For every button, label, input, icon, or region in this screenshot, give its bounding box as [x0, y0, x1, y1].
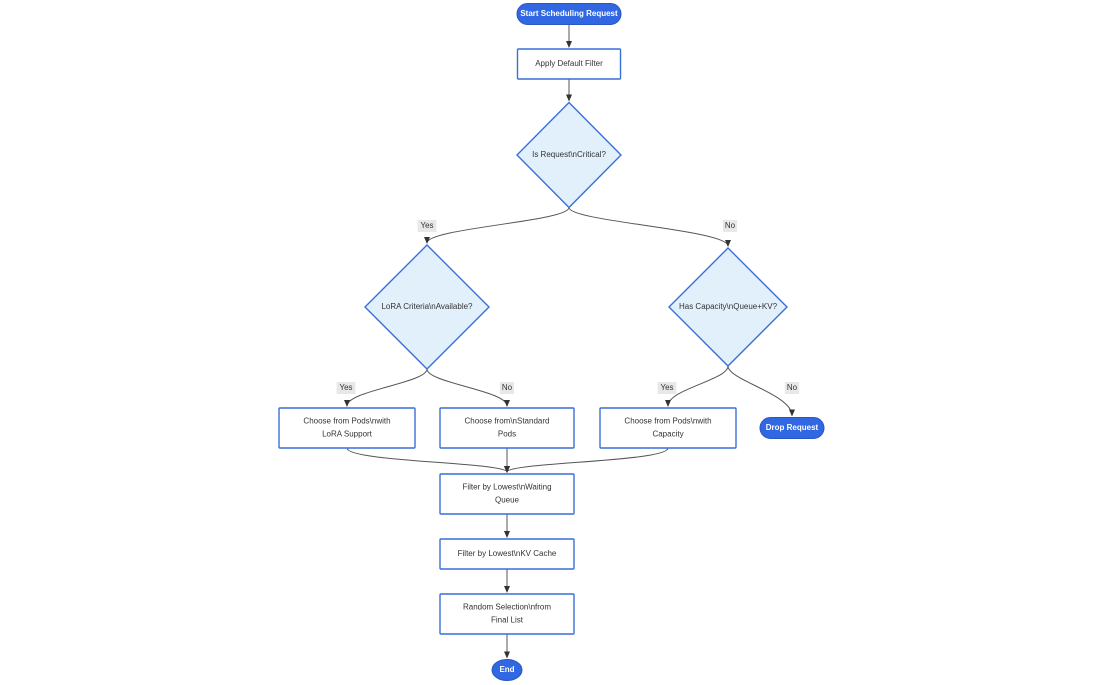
node-label: Final List [491, 616, 524, 625]
edge-label-background [784, 382, 800, 394]
node-label: Choose from Pods\nwith [624, 417, 711, 426]
node-apply_default_filter[interactable]: Apply Default Filter [516, 48, 622, 80]
edge-path [426, 368, 510, 407]
node-label: Filter by Lowest\nKV Cache [458, 549, 557, 558]
node-label: LoRA Support [322, 430, 373, 439]
edge-path [504, 447, 669, 473]
node-has_capacity_queue_kv[interactable]: Has Capacity\nQueue+KV? [668, 247, 788, 367]
edge-path [568, 207, 731, 247]
edge-label-text: No [502, 383, 513, 392]
node-shape-rect [439, 473, 575, 515]
edge-label-text: Yes [339, 383, 352, 392]
node-shape-pill [516, 3, 622, 25]
node-shape-ellipse [491, 659, 523, 681]
node-label: Filter by Lowest\nWaiting [462, 483, 551, 492]
edge-label-background [336, 382, 356, 394]
node-lora_criteria_available[interactable]: LoRA Criteria\nAvailable? [364, 244, 490, 370]
edge-label-background [657, 382, 677, 394]
edge-e-critical-no [568, 207, 731, 247]
node-label: LoRA Criteria\nAvailable? [381, 302, 473, 311]
edge-label-e-critical-yes: Yes [417, 220, 437, 232]
edge-label-background [722, 220, 738, 232]
node-shape-rect [599, 407, 737, 449]
edges-layer [344, 24, 795, 659]
node-filter_lowest_kv_cache[interactable]: Filter by Lowest\nKV Cache [439, 538, 575, 570]
edge-path [344, 368, 428, 407]
node-shape-rect [516, 48, 622, 80]
edge-label-e-capacity-yes: Yes [657, 382, 677, 394]
node-shape-diamond [364, 244, 490, 370]
node-label: Start Scheduling Request [520, 9, 618, 18]
edge-label-text: No [787, 383, 798, 392]
node-label: Drop Request [766, 423, 819, 432]
node-shape-rect [439, 593, 575, 635]
node-label: Apply Default Filter [535, 59, 603, 68]
node-label: Choose from\nStandard [465, 417, 550, 426]
node-label: Pods [498, 430, 516, 439]
node-drop_request[interactable]: Drop Request [759, 417, 825, 439]
edge-path [727, 365, 795, 417]
edge-e-lorapods-filter [346, 447, 510, 473]
node-end[interactable]: End [491, 659, 523, 681]
node-shape-diamond [516, 101, 622, 209]
edge-label-e-capacity-no: No [784, 382, 800, 394]
edge-label-e-lora-yes: Yes [336, 382, 356, 394]
node-label: Capacity [652, 430, 683, 439]
edge-e-lora-yes [344, 368, 428, 407]
edge-path [665, 365, 729, 407]
node-shape-rect [439, 407, 575, 449]
edge-label-background [499, 382, 515, 394]
node-label: Random Selection\nfrom [463, 603, 551, 612]
edge-path [346, 447, 510, 473]
edge-label-text: Yes [420, 221, 433, 230]
edge-e-capacity-no [727, 365, 795, 417]
edge-e-lora-no [426, 368, 510, 407]
edge-e-capacitypods-filter [504, 447, 669, 473]
edge-label-text: Yes [660, 383, 673, 392]
edge-e-capacity-yes [665, 365, 729, 407]
edge-label-e-critical-no: No [722, 220, 738, 232]
node-shape-pill [759, 417, 825, 439]
node-label: End [499, 665, 514, 674]
edge-label-text: No [725, 221, 736, 230]
node-shape-rect [439, 538, 575, 570]
edge-label-e-lora-no: No [499, 382, 515, 394]
node-label: Choose from Pods\nwith [303, 417, 390, 426]
node-shape-rect [278, 407, 416, 449]
edge-label-background [417, 220, 437, 232]
edge-path [424, 207, 570, 244]
node-shape-diamond [668, 247, 788, 367]
node-start[interactable]: Start Scheduling Request [516, 3, 622, 25]
node-label: Queue [495, 496, 520, 505]
node-label: Has Capacity\nQueue+KV? [679, 302, 778, 311]
node-label: Is Request\nCritical? [532, 150, 606, 159]
edge-e-critical-yes [424, 207, 570, 244]
node-is_request_critical[interactable]: Is Request\nCritical? [516, 101, 622, 209]
